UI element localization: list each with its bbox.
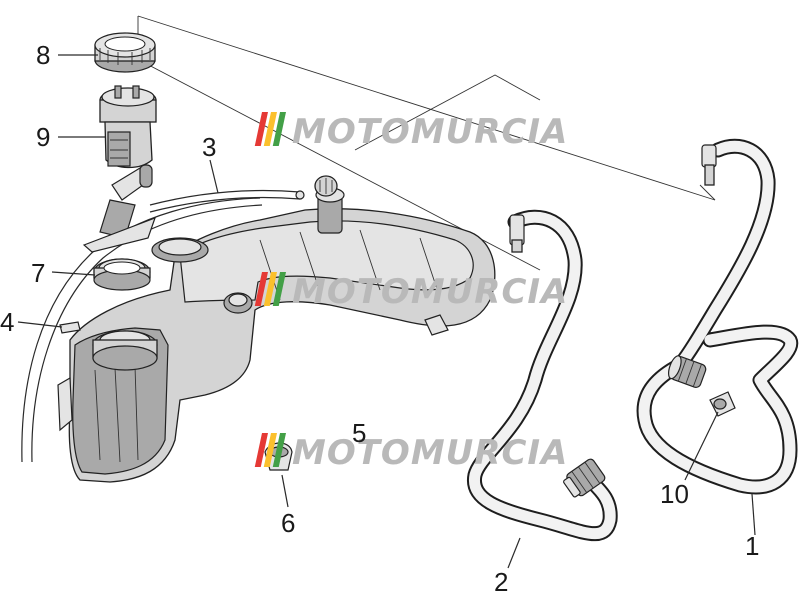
callout-3: 3	[202, 132, 216, 162]
watermark-stripe-yellow	[263, 112, 277, 146]
leader-lines	[17, 54, 756, 569]
watermark-stripe-green	[272, 272, 286, 306]
callout-6: 6	[281, 508, 295, 538]
callout-5: 5	[352, 418, 366, 448]
hose-2	[467, 209, 618, 542]
watermark-stripe-yellow	[263, 433, 277, 467]
hose-3	[149, 189, 305, 213]
watermark-stripe-green	[272, 433, 286, 467]
fuel-pump-9	[82, 85, 157, 253]
watermark-stripe-yellow	[263, 272, 277, 306]
watermark-stripe-green	[272, 112, 286, 146]
callout-7: 7	[31, 258, 45, 288]
callout-1: 1	[745, 531, 759, 561]
watermark-text: MOTOMURCIA	[292, 433, 568, 473]
watermark-stripe-red	[254, 272, 268, 306]
watermark-stripe-red	[254, 433, 268, 467]
lock-ring-8	[94, 32, 156, 73]
clip-4	[59, 321, 81, 334]
watermark: MOTOMURCIA MOTOMURCIA MOTOMURCIA	[254, 112, 568, 473]
watermark-middle: MOTOMURCIA	[254, 272, 568, 312]
hose-1	[636, 138, 799, 495]
callout-9: 9	[36, 122, 50, 152]
callout-labels: 8 9 3 7 4 5 6 2 10 1	[0, 40, 759, 597]
watermark-bottom: MOTOMURCIA	[254, 433, 568, 473]
fuel-tank	[57, 208, 496, 483]
watermark-stripe-red	[254, 112, 268, 146]
watermark-text: MOTOMURCIA	[292, 112, 568, 152]
watermark-text: MOTOMURCIA	[292, 272, 568, 312]
callout-4: 4	[0, 307, 14, 337]
callout-2: 2	[494, 567, 508, 597]
callout-8: 8	[36, 40, 50, 70]
vent-valve	[314, 175, 345, 234]
callout-10: 10	[660, 479, 689, 509]
watermark-top: MOTOMURCIA	[254, 112, 568, 152]
seal-ring-7	[93, 258, 151, 291]
